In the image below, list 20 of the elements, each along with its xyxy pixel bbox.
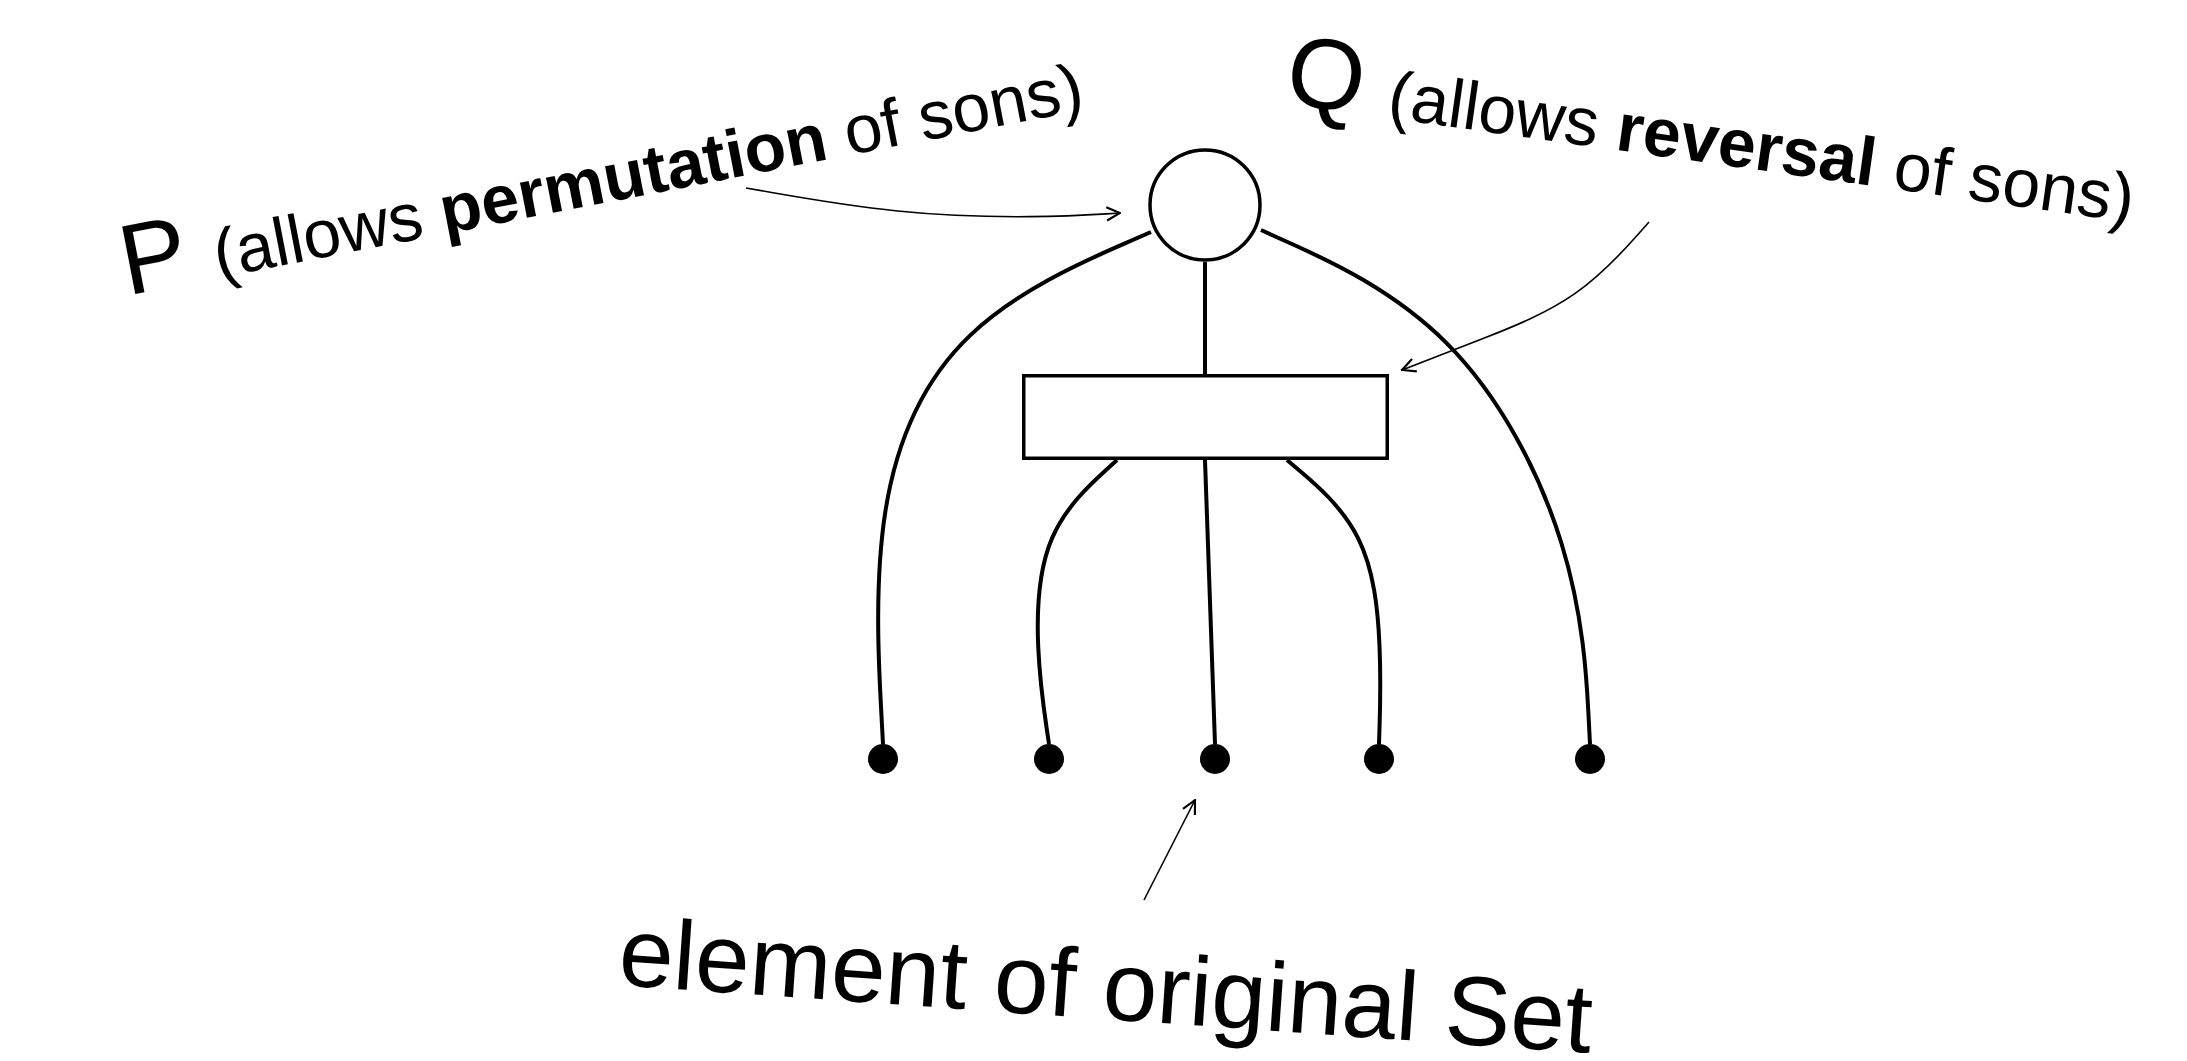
leaf-dot [1034, 744, 1064, 774]
leaf-dot [868, 744, 898, 774]
rectangle-node [1022, 374, 1389, 460]
tree-edge [1035, 458, 1119, 745]
caption-label: element of original Set [616, 902, 1596, 1061]
circle-node [1148, 148, 1262, 262]
node-letter: P [111, 199, 196, 311]
leaf-dot [1575, 744, 1605, 774]
leaf-dot [1200, 744, 1230, 774]
tree-edge [876, 230, 1152, 745]
tree-edge [1203, 262, 1207, 374]
leaf-dot [1364, 744, 1394, 774]
leader-arrow [745, 187, 1122, 222]
tree-edge [1285, 458, 1383, 745]
leader-arrow [1400, 221, 1650, 373]
tree-edge [1260, 228, 1592, 745]
leader-arrow [1143, 798, 1197, 901]
description-text: (allows reversal of sons) [1384, 60, 2140, 233]
node-letter: Q [1281, 18, 1373, 129]
tree-edge [1203, 459, 1217, 745]
